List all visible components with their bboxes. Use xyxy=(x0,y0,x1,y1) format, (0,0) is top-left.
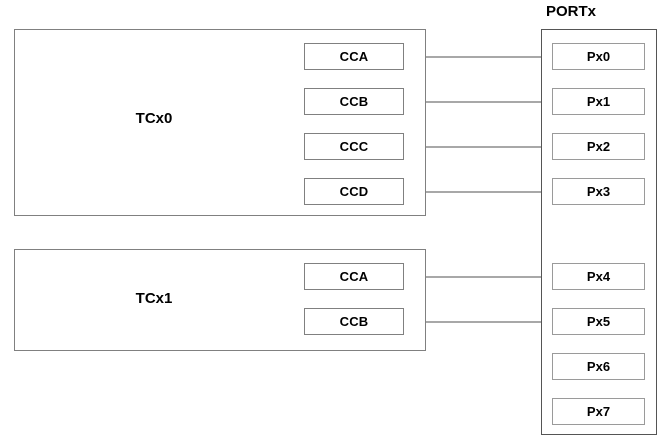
port-title: PORTx xyxy=(546,3,597,20)
channel-box-tcx0-cca[interactable]: CCA xyxy=(304,43,404,70)
timer-block-tcx0-label: TCx0 xyxy=(135,110,173,127)
channel-box-tcx0-ccc[interactable]: CCC xyxy=(304,133,404,160)
port-pin-px7[interactable]: Px7 xyxy=(552,398,645,425)
timer-block-tcx1-label: TCx1 xyxy=(135,290,173,307)
port-pin-px1[interactable]: Px1 xyxy=(552,88,645,115)
channel-box-tcx1-ccb[interactable]: CCB xyxy=(304,308,404,335)
port-pin-px0[interactable]: Px0 xyxy=(552,43,645,70)
port-pin-px6[interactable]: Px6 xyxy=(552,353,645,380)
port-pin-px3[interactable]: Px3 xyxy=(552,178,645,205)
channel-box-tcx0-ccb[interactable]: CCB xyxy=(304,88,404,115)
port-pin-px4[interactable]: Px4 xyxy=(552,263,645,290)
port-pin-px2[interactable]: Px2 xyxy=(552,133,645,160)
channel-box-tcx1-cca[interactable]: CCA xyxy=(304,263,404,290)
channel-box-tcx0-ccd[interactable]: CCD xyxy=(304,178,404,205)
port-pin-px5[interactable]: Px5 xyxy=(552,308,645,335)
